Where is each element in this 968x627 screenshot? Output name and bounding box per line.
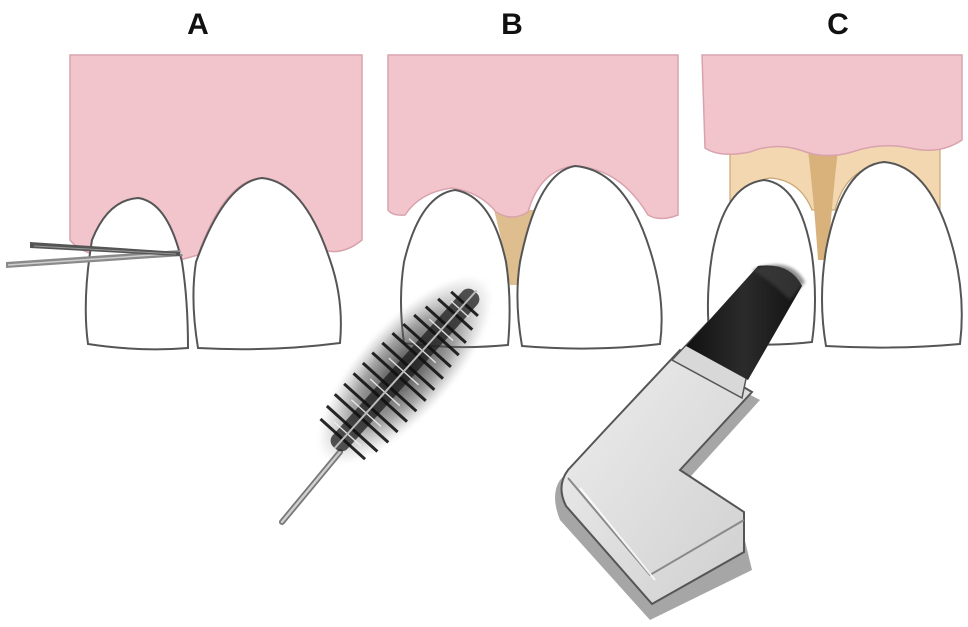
panel-a: A [6,8,362,349]
panel-c-label: C [827,8,849,41]
panel-c-gingiva [702,55,962,156]
panel-b-label: B [501,8,523,41]
panel-b-gingiva [388,55,678,219]
panel-a-label: A [187,8,209,41]
